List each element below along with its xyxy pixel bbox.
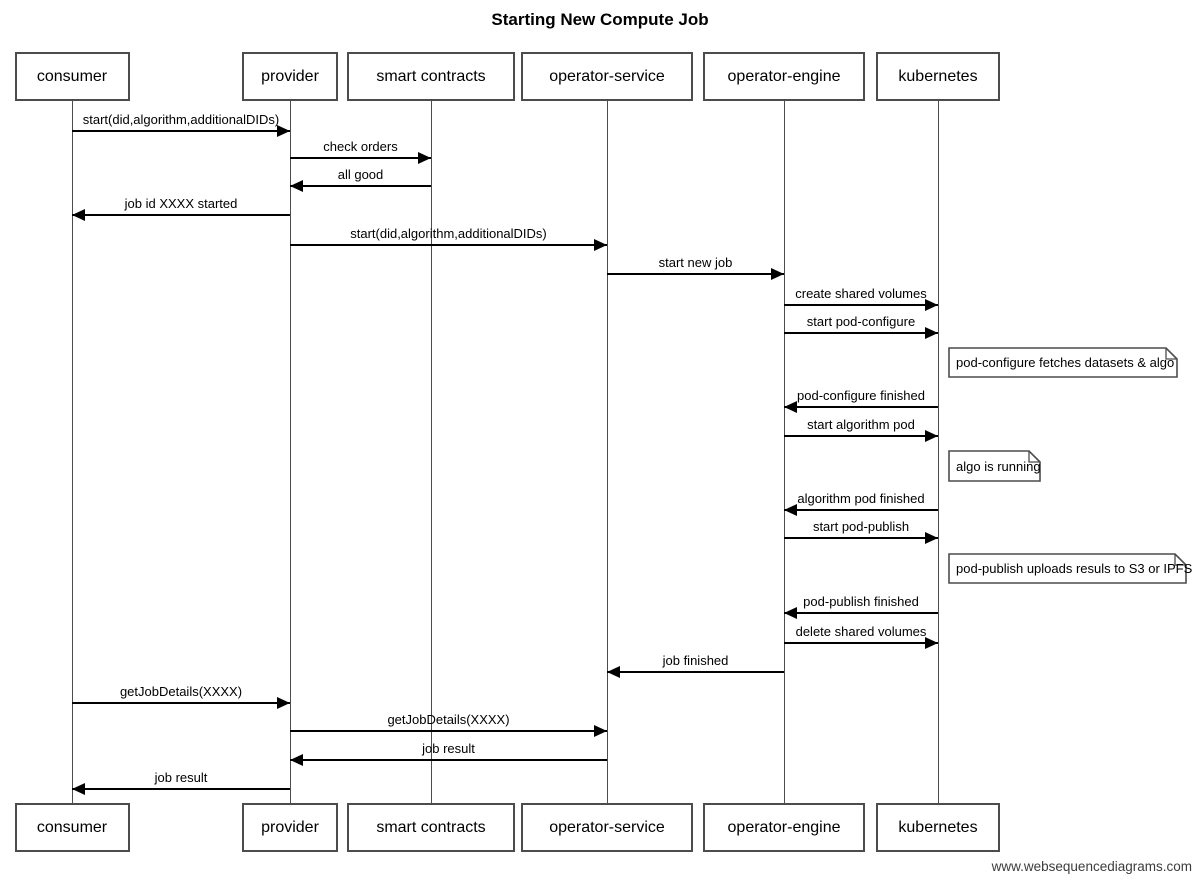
actor-box-top-smart-contracts: smart contracts — [347, 52, 515, 101]
arrowhead-right-icon — [925, 637, 938, 649]
arrowhead-right-icon — [925, 532, 938, 544]
arrowhead-left-icon — [784, 401, 797, 413]
message-line-3 — [72, 214, 290, 216]
actor-box-bottom-operator-service: operator-service — [521, 803, 693, 852]
lifeline-kubernetes — [938, 100, 939, 804]
actor-label: operator-service — [549, 67, 665, 85]
message-label-0: start(did,algorithm,additionalDIDs) — [82, 112, 280, 127]
actor-box-bottom-smart-contracts: smart contracts — [347, 803, 515, 852]
note-shape-icon — [948, 347, 1178, 378]
lifeline-consumer — [72, 100, 73, 804]
message-label-3: job id XXXX started — [124, 196, 238, 211]
actor-box-top-provider: provider — [242, 52, 338, 101]
actor-box-bottom-kubernetes: kubernetes — [876, 803, 1000, 852]
lifeline-smart-contracts — [431, 100, 432, 804]
actor-label: operator-engine — [727, 67, 841, 85]
message-label-18: job result — [154, 770, 208, 785]
message-line-1 — [290, 157, 431, 159]
message-line-8 — [784, 406, 938, 408]
message-line-15 — [72, 702, 290, 704]
message-label-1: check orders — [323, 139, 398, 154]
arrowhead-right-icon — [277, 697, 290, 709]
note-shape-icon — [948, 450, 1041, 482]
message-line-13 — [784, 642, 938, 644]
actor-label: kubernetes — [898, 818, 978, 836]
message-label-17: job result — [422, 741, 475, 756]
message-label-15: getJobDetails(XXXX) — [119, 684, 243, 699]
actor-label: operator-service — [549, 818, 665, 836]
message-label-12: pod-publish finished — [803, 594, 919, 609]
arrowhead-right-icon — [418, 152, 431, 164]
arrowhead-right-icon — [771, 268, 784, 280]
message-line-14 — [607, 671, 784, 673]
arrowhead-left-icon — [290, 754, 303, 766]
message-label-8: pod-configure finished — [797, 388, 925, 403]
watermark: www.websequencediagrams.com — [991, 859, 1192, 874]
note-text-0: pod-configure fetches datasets & algo — [956, 355, 1175, 370]
message-line-9 — [784, 435, 938, 437]
message-line-12 — [784, 612, 938, 614]
arrowhead-right-icon — [594, 725, 607, 737]
arrowhead-left-icon — [72, 783, 85, 795]
arrowhead-left-icon — [784, 607, 797, 619]
message-line-4 — [290, 244, 607, 246]
message-label-2: all good — [337, 167, 384, 182]
actor-label: provider — [261, 67, 319, 85]
actor-box-bottom-provider: provider — [242, 803, 338, 852]
message-line-0 — [72, 130, 290, 132]
note-text-2: pod-publish uploads resuls to S3 or IPFS — [956, 561, 1193, 576]
message-line-5 — [607, 273, 784, 275]
note-text-1: algo is running — [956, 458, 1041, 474]
lifeline-operator-engine — [784, 100, 785, 804]
actor-label: kubernetes — [898, 67, 978, 85]
message-line-2 — [290, 185, 431, 187]
lifeline-operator-service — [607, 100, 608, 804]
message-label-5: start new job — [658, 255, 733, 270]
actor-box-top-operator-engine: operator-engine — [703, 52, 865, 101]
arrowhead-left-icon — [607, 666, 620, 678]
message-label-10: algorithm pod finished — [797, 491, 925, 506]
message-label-16: getJobDetails(XXXX) — [387, 712, 510, 727]
lifeline-provider — [290, 100, 291, 804]
arrowhead-right-icon — [925, 430, 938, 442]
actor-box-bottom-consumer: consumer — [14, 803, 130, 852]
message-line-6 — [784, 304, 938, 306]
message-label-14: job finished — [662, 653, 729, 668]
actor-label: consumer — [36, 818, 108, 836]
message-label-13: delete shared volumes — [795, 624, 927, 639]
diagram-title: Starting New Compute Job — [491, 10, 709, 29]
note-0: pod-configure fetches datasets & algo — [948, 347, 1178, 378]
arrowhead-right-icon — [925, 299, 938, 311]
message-line-17 — [290, 759, 607, 761]
arrowhead-left-icon — [72, 209, 85, 221]
actor-label: smart contracts — [376, 818, 486, 836]
message-line-11 — [784, 537, 938, 539]
actor-label: consumer — [36, 67, 108, 85]
actor-label: smart contracts — [376, 67, 486, 85]
actor-label: provider — [261, 818, 319, 836]
arrowhead-left-icon — [290, 180, 303, 192]
actor-box-top-operator-service: operator-service — [521, 52, 693, 101]
arrowhead-right-icon — [925, 327, 938, 339]
note-2: pod-publish uploads resuls to S3 or IPFS — [948, 553, 1193, 584]
actor-box-top-consumer: consumer — [14, 52, 130, 101]
message-line-7 — [784, 332, 938, 334]
actor-box-bottom-operator-engine: operator-engine — [703, 803, 865, 852]
message-label-6: create shared volumes — [795, 286, 927, 301]
arrowhead-right-icon — [277, 125, 290, 137]
message-line-16 — [290, 730, 607, 732]
actor-label: operator-engine — [727, 818, 841, 836]
message-line-10 — [784, 509, 938, 511]
message-label-4: start(did,algorithm,additionalDIDs) — [350, 226, 547, 241]
message-label-7: start pod-configure — [806, 314, 916, 329]
actor-box-top-kubernetes: kubernetes — [876, 52, 1000, 101]
note-1: algo is running — [948, 450, 1041, 482]
arrowhead-left-icon — [784, 504, 797, 516]
note-shape-icon — [948, 553, 1187, 584]
message-label-9: start algorithm pod — [807, 417, 915, 432]
message-label-11: start pod-publish — [812, 519, 910, 534]
message-line-18 — [72, 788, 290, 790]
arrowhead-right-icon — [594, 239, 607, 251]
